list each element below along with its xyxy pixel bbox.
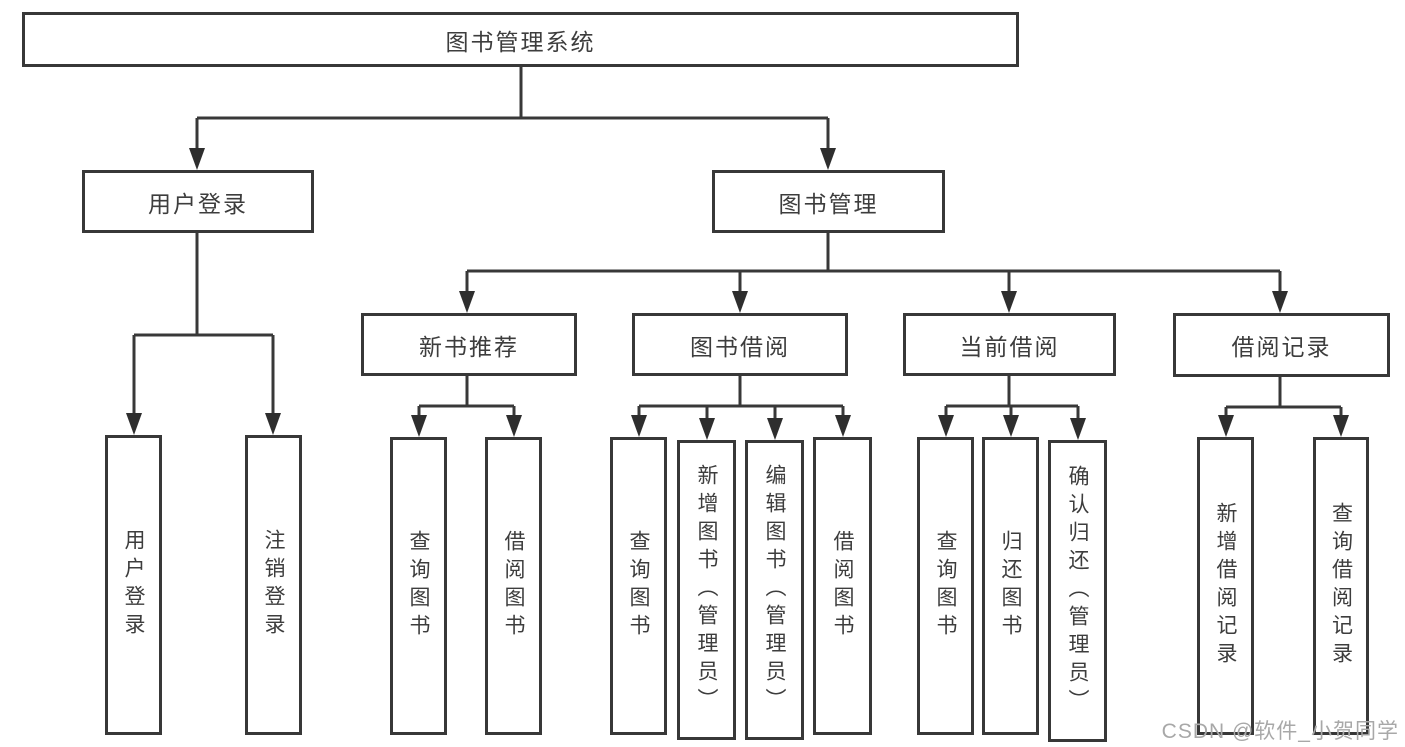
node-book-borrow: 图书借阅 [632,313,848,376]
node-root-system: 图书管理系统 [22,12,1019,67]
leaf-user-login: 用户登录 [105,435,162,735]
leaf-bb-add-books-admin: 新增图书（管理员） [677,440,736,740]
leaf-bb-borrow-books: 借阅图书 [813,437,872,735]
watermark-text: CSDN @软件_小贺同学 [1161,720,1399,743]
node-new-book-recommend: 新书推荐 [361,313,577,376]
leaf-br-add-record: 新增借阅记录 [1197,437,1254,735]
leaf-cb-query-books: 查询图书 [917,437,974,735]
leaf-cb-confirm-return-admin: 确认归还（管理员） [1048,440,1107,742]
leaf-cb-return-books: 归还图书 [982,437,1039,735]
node-borrow-records: 借阅记录 [1173,313,1390,377]
leaf-bb-edit-books-admin: 编辑图书（管理员） [745,440,804,740]
leaf-br-query-record: 查询借阅记录 [1313,437,1369,735]
node-user-login-branch: 用户登录 [82,170,314,233]
node-book-management-branch: 图书管理 [712,170,945,233]
leaf-nbr-query-books: 查询图书 [390,437,447,735]
leaf-bb-query-books: 查询图书 [610,437,667,735]
leaf-logout: 注销登录 [245,435,302,735]
leaf-nbr-borrow-books: 借阅图书 [485,437,542,735]
node-current-borrow: 当前借阅 [903,313,1116,376]
